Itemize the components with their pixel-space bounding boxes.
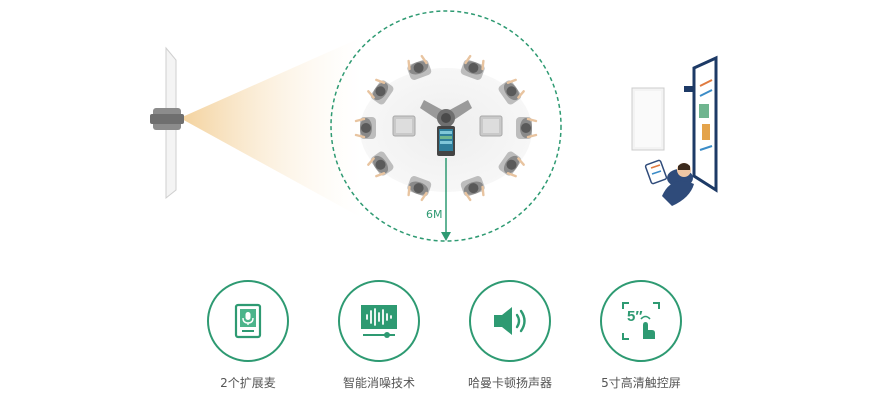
attendee: [516, 117, 538, 139]
feature-touchscreen: 5″ 5寸高清触控屏: [581, 280, 701, 391]
presenter-person: [644, 159, 694, 206]
attendee: [460, 176, 485, 202]
feature-label: 智能消噪技术: [342, 376, 415, 390]
feature-circle: 5″: [600, 280, 682, 362]
feature-speaker: 哈曼卡顿扬声器: [450, 280, 570, 391]
feature-label: 5寸高清触控屏: [601, 376, 681, 390]
camera-beam: [180, 38, 362, 218]
expansion-mic-icon: [234, 303, 262, 339]
distance-arrow: [441, 158, 451, 241]
expansion-mic-right: [479, 115, 503, 137]
touch-screen-device: [437, 126, 455, 156]
attendee: [367, 78, 394, 105]
wall-panel: [631, 87, 665, 151]
attendee: [460, 54, 485, 80]
feature-label: 哈曼卡顿扬声器: [467, 376, 552, 390]
attendee: [498, 78, 525, 105]
attendee: [354, 117, 376, 139]
feature-label: 2个扩展麦: [220, 376, 276, 390]
speaker-icon: [494, 307, 526, 335]
noise-reduction-icon: [361, 305, 397, 338]
attendees: [354, 54, 538, 202]
touch-icon-text: 5″: [627, 308, 643, 325]
attendee: [407, 176, 432, 202]
touchscreen-icon: 5″: [622, 302, 660, 340]
attendee: [498, 151, 525, 178]
attendee: [407, 54, 432, 80]
pickup-range-circle: [330, 10, 562, 242]
wall-camera: [150, 46, 184, 200]
feature-circle: [469, 280, 551, 362]
presentation-board: [684, 55, 718, 193]
feature-circle: [338, 280, 420, 362]
feature-circle: [207, 280, 289, 362]
expansion-mic-left: [392, 115, 416, 137]
feature-expansion-mic: 2个扩展麦: [188, 280, 308, 391]
attendee: [367, 151, 394, 178]
distance-label: 6M: [426, 208, 443, 221]
feature-noise-reduction: 智能消噪技术: [319, 280, 439, 391]
